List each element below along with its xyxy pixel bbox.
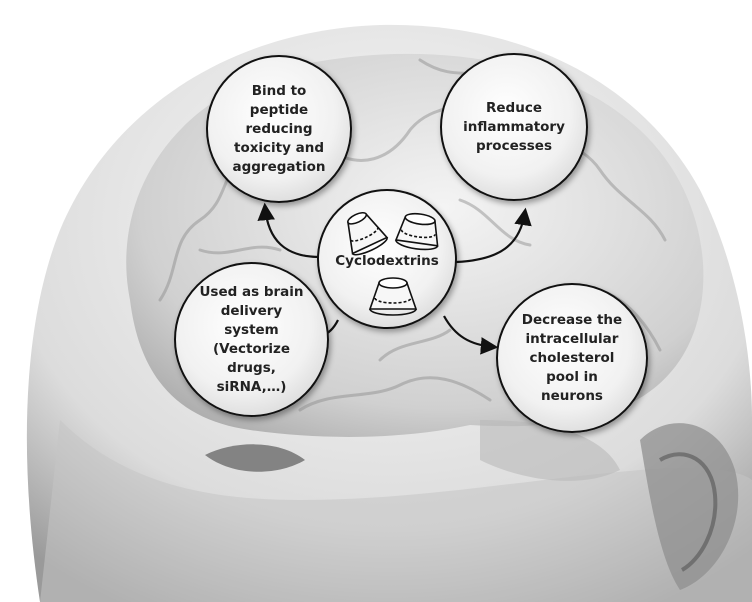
effect-bubble-top-left: Bind to peptide reducing toxicity and ag… bbox=[206, 55, 352, 203]
center-label: Cyclodextrins bbox=[319, 252, 455, 271]
effect-label-bottom-right: Decrease the intracellular cholesterol p… bbox=[514, 311, 630, 406]
effect-label-top-right: Reduce inflammatory processes bbox=[455, 99, 573, 156]
effect-bubble-bottom-right: Decrease the intracellular cholesterol p… bbox=[496, 283, 648, 433]
effect-label-bottom-left: Used as brain delivery system (Vectorize… bbox=[191, 283, 311, 397]
effect-bubble-top-right: Reduce inflammatory processes bbox=[440, 53, 588, 201]
effect-label-top-left: Bind to peptide reducing toxicity and ag… bbox=[225, 82, 334, 177]
effect-bubble-bottom-left: Used as brain delivery system (Vectorize… bbox=[174, 262, 329, 417]
center-bubble: Cyclodextrins bbox=[317, 189, 457, 329]
